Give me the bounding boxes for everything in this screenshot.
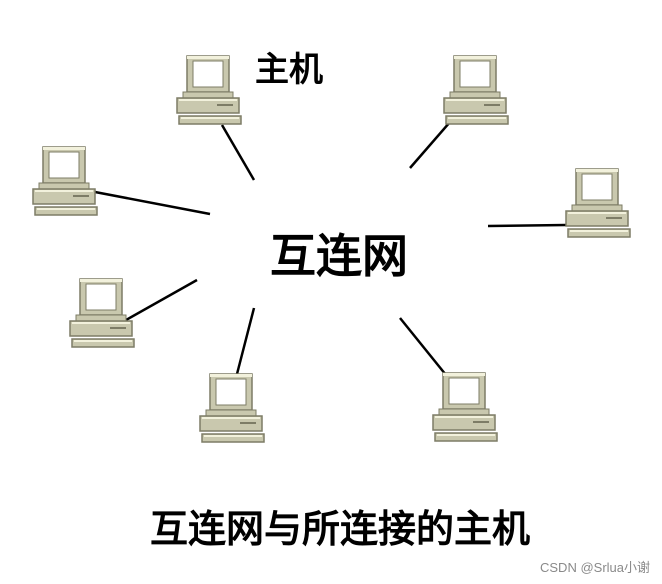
computer-top-left — [176, 55, 242, 125]
link-top-right — [409, 121, 451, 169]
computer-lower-left — [69, 278, 135, 348]
computer-right — [565, 168, 631, 238]
link-left — [94, 190, 211, 216]
computer-bottom-left — [199, 373, 265, 443]
link-bottom-left — [235, 307, 256, 375]
computer-left — [32, 146, 98, 216]
host-label: 主机 — [255, 50, 323, 90]
computer-bottom-right — [432, 372, 498, 442]
watermark: CSDN @Srlua小谢 — [540, 560, 650, 575]
internet-label: 互连网 — [270, 229, 408, 283]
diagram-caption: 互连网与所连接的主机 — [150, 507, 531, 551]
link-bottom-right — [399, 317, 447, 376]
link-lower-left — [125, 278, 198, 322]
link-right — [487, 223, 567, 228]
link-top-left — [220, 124, 256, 181]
computer-top-right — [443, 55, 509, 125]
